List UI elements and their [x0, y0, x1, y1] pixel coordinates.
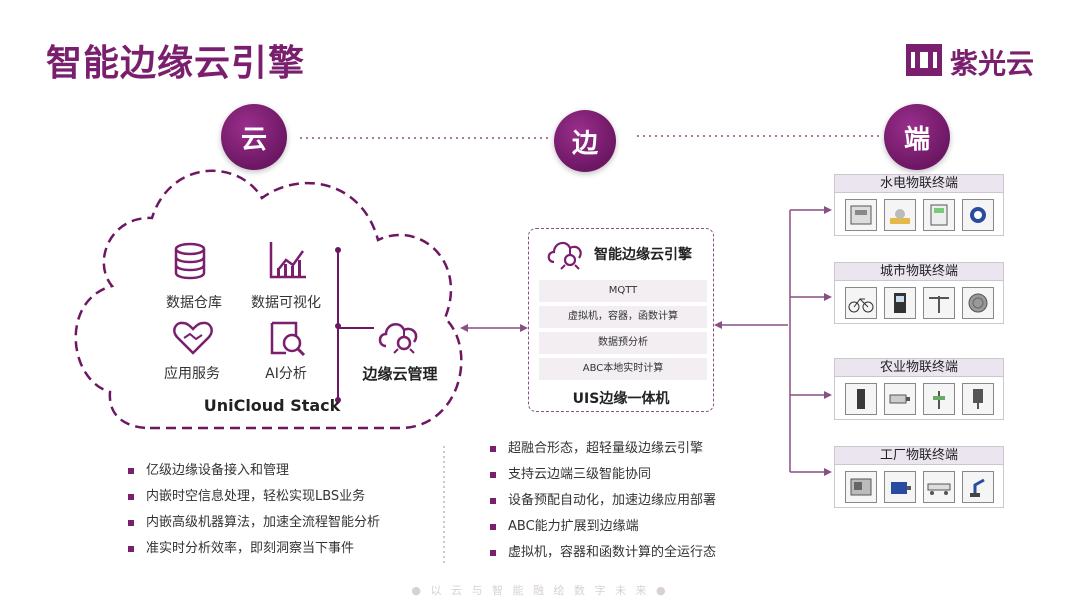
cloud-feature-list: 亿级边缘设备接入和管理 内嵌时空信息处理，轻松实现LBS业务 内嵌高级机器算法，…: [126, 458, 426, 562]
cloud-item-label: AI分析: [265, 366, 307, 382]
street-light-icon: [922, 287, 955, 319]
engine-row: MQTT: [539, 280, 707, 302]
tier-device-badge: 端: [884, 104, 950, 170]
list-item: 设备预配自动化，加速边缘应用部署: [488, 488, 788, 514]
database-icon: [174, 242, 206, 280]
smart-meter-icon: [922, 199, 955, 231]
device-group: 城市物联终端: [834, 262, 1004, 324]
bicycle-icon: [844, 287, 877, 319]
list-item: 内嵌高级机器算法，加速全流程智能分析: [126, 510, 426, 536]
magnify-chart-icon: [270, 321, 306, 357]
device-group: 水电物联终端: [834, 174, 1004, 236]
list-item: 超融合形态，超轻量级边缘云引擎: [488, 436, 788, 462]
footer-slogan: ● 以 云 与 智 能 融 绘 数 字 未 来 ●: [411, 584, 669, 597]
list-item: 亿级边缘设备接入和管理: [126, 458, 426, 484]
list-item: 内嵌时空信息处理，轻松实现LBS业务: [126, 484, 426, 510]
unicloud-logo-icon: [906, 44, 942, 76]
device-group-title: 水电物联终端: [835, 175, 1003, 193]
cloud-item-label: 应用服务: [164, 366, 220, 382]
device-group-title: 工厂物联终端: [835, 447, 1003, 465]
edge-cloud-icon: [378, 322, 418, 354]
device-group: 工厂物联终端: [834, 446, 1004, 508]
cloud-outline: [74, 169, 463, 430]
cloud-item-label: 数据可视化: [251, 295, 321, 311]
device-group: 农业物联终端: [834, 358, 1004, 420]
list-item: 支持云边端三级智能协同: [488, 462, 788, 488]
edge-cloud-mgmt-label: 边缘云管理: [362, 365, 438, 383]
cloud-item-label: 数据仓库: [166, 295, 222, 311]
page-title: 智能边缘云引擎: [46, 43, 306, 84]
engine-row: 数据预分析: [539, 332, 707, 354]
engine-row: 虚拟机，容器，函数计算: [539, 306, 707, 328]
water-pump-icon: [883, 199, 916, 231]
list-item: 虚拟机，容器和函数计算的全运行态: [488, 540, 788, 566]
probe-icon: [961, 383, 994, 415]
cnc-machine-icon: [844, 471, 877, 503]
heart-handshake-icon: [173, 321, 213, 355]
unicloud-stack-label: UniCloud Stack: [203, 396, 341, 415]
manhole-cover-icon: [961, 287, 994, 319]
device-group-title: 城市物联终端: [835, 263, 1003, 281]
edge-feature-list: 超融合形态，超轻量级边缘云引擎 支持云边端三级智能协同 设备预配自动化，加速边缘…: [488, 436, 788, 566]
tier-cloud-badge: 云: [221, 104, 287, 170]
logo-text: 紫光云: [950, 47, 1035, 80]
list-item: 准实时分析效率，即刻洞察当下事件: [126, 536, 426, 562]
device-group-title: 农业物联终端: [835, 359, 1003, 377]
soil-sensor-icon: [844, 383, 877, 415]
edge-engine-title: 智能边缘云引擎: [594, 247, 692, 263]
uis-device-label: UIS边缘一体机: [572, 391, 670, 407]
tier-edge-badge: 边: [554, 110, 616, 172]
parking-meter-icon: [883, 287, 916, 319]
motor-icon: [883, 471, 916, 503]
robot-arm-icon: [961, 471, 994, 503]
conveyor-icon: [922, 471, 955, 503]
engine-row: ABC本地实时计算: [539, 358, 707, 380]
water-meter-icon: [961, 199, 994, 231]
bar-chart-icon: [269, 242, 306, 279]
camera-icon: [883, 383, 916, 415]
edge-engine-icon: [547, 241, 582, 270]
electric-meter-icon: [844, 199, 877, 231]
weather-station-icon: [922, 383, 955, 415]
list-item: ABC能力扩展到边缘端: [488, 514, 788, 540]
